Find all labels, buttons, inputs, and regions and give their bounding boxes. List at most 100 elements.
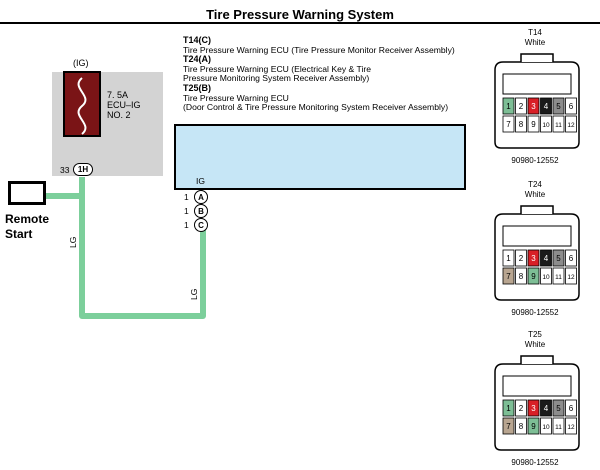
- remote-start-label: Remote Start: [5, 212, 49, 242]
- connector-pin-cell: [540, 267, 552, 285]
- connector-pin-label: 7: [506, 422, 511, 431]
- connector-inner-frame: [502, 73, 572, 95]
- connector-pin-cell: [565, 97, 577, 115]
- connector-pin-label: 9: [531, 272, 536, 281]
- connector-pin-cell: [515, 97, 527, 115]
- connector-pin-cell: [565, 417, 577, 435]
- connector-pin-cell: [527, 417, 540, 435]
- connector-pin-cell: [565, 115, 577, 133]
- connector-part-number: 90980-12552: [511, 458, 559, 467]
- connector-pin-cell: [502, 399, 515, 417]
- connector-pin-cell: [552, 97, 565, 115]
- connector-pin-cell: [515, 249, 527, 267]
- ecu-pin-number-c: 1: [184, 220, 189, 230]
- connector-pin-label: 6: [569, 102, 574, 111]
- connector-pin-cell: [527, 115, 540, 133]
- connector-part-number: 90980-12552: [511, 156, 559, 165]
- connector-pin-label: 10: [542, 274, 550, 281]
- connector-inner-frame: [502, 225, 572, 247]
- connector-pin-cell: [527, 249, 540, 267]
- connector-pin-label: 11: [555, 424, 562, 431]
- connector-pin-cell: [540, 249, 552, 267]
- connector-pin-label: 2: [519, 404, 524, 413]
- connector-pin-cell: [515, 417, 527, 435]
- connector-pin-label: 7: [506, 120, 511, 129]
- ecu-code-t24: T24(A): [183, 54, 212, 65]
- connector-pin-label: 8: [519, 120, 524, 129]
- connector-pin-label: 2: [519, 102, 524, 111]
- connector-pin-label: 5: [556, 254, 561, 263]
- connector-name: T25: [528, 330, 542, 339]
- junction-connector-1h: 1H: [73, 163, 93, 176]
- connector-part-number: 90980-12552: [511, 308, 559, 317]
- ecu-pin-a: A: [194, 190, 208, 204]
- connector-pin-cell: [515, 399, 527, 417]
- connector-latch: [520, 205, 554, 214]
- junction-pin-number: 33: [60, 165, 70, 175]
- connector-pin-cell: [502, 97, 515, 115]
- connector-pin-cell: [515, 115, 527, 133]
- fuse-circuit: ECU–IG: [107, 100, 141, 110]
- connector-pin-cell: [552, 399, 565, 417]
- connector-latch: [520, 355, 554, 364]
- fuse-ig-label: (IG): [73, 58, 89, 68]
- connector-pin-label: 1: [506, 102, 511, 111]
- connector-pin-label: 4: [544, 254, 549, 263]
- connector-name: T14: [528, 28, 542, 37]
- connector-pin-cell: [502, 267, 515, 285]
- connector-pin-cell: [502, 249, 515, 267]
- connector-pin-cell: [515, 267, 527, 285]
- connector-pin-cell: [565, 249, 577, 267]
- connector-pin-label: 8: [519, 422, 524, 431]
- connector-latch: [520, 53, 554, 62]
- ecu-pin-b: B: [194, 204, 208, 218]
- connector-pin-cell: [527, 267, 540, 285]
- connector-pin-label: 12: [567, 424, 575, 431]
- ecu-desc-t14: Tire Pressure Warning ECU (Tire Pressure…: [183, 44, 455, 55]
- title-rule: [0, 22, 600, 24]
- connector-pin-cell: [565, 399, 577, 417]
- connector-pin-cell: [540, 115, 552, 133]
- ecu-terminal-ig: IG: [196, 176, 205, 186]
- lg-wire-main: [79, 177, 206, 319]
- ecu-pin-c: C: [194, 218, 208, 232]
- fuse-icon: [63, 71, 101, 137]
- connector-pin-label: 10: [542, 122, 550, 129]
- connector-pin-label: 6: [569, 254, 574, 263]
- connector-pin-cell: [502, 417, 515, 435]
- fuse-rating: 7. 5A ECU–IG NO. 2: [107, 90, 141, 120]
- connector-color: White: [524, 190, 546, 199]
- ecu-code-t25: T25(B): [183, 82, 212, 93]
- remote-start-label-line2: Start: [5, 227, 33, 241]
- ecu-desc-t25-line1: Tire Pressure Warning ECU: [183, 92, 289, 103]
- ecu-desc-t24-line2: Pressure Monitoring System Receiver Asse…: [183, 73, 370, 84]
- ecu-desc-t25-line2: (Door Control & Tire Pressure Monitoring…: [183, 102, 449, 113]
- connector-color: White: [524, 340, 546, 349]
- connector-pin-label: 1: [506, 404, 511, 413]
- connector-pin-label: 12: [567, 122, 575, 129]
- connector-pin-label: 3: [531, 102, 536, 111]
- connector-pin-label: 10: [542, 424, 550, 431]
- connector-pin-label: 4: [544, 102, 549, 111]
- fuse-number: NO. 2: [107, 110, 131, 120]
- connector-pin-cell: [540, 399, 552, 417]
- ecu-desc-t24-line1: Tire Pressure Warning ECU (Electrical Ke…: [183, 63, 371, 74]
- connector-pin-cell: [527, 97, 540, 115]
- fuse-element-overlay: [77, 77, 87, 135]
- connector-pin-label: 4: [544, 404, 549, 413]
- connector-pin-label: 3: [531, 404, 536, 413]
- connector-pin-cell: [540, 97, 552, 115]
- ecu-pin-number-a: 1: [184, 192, 189, 202]
- connector-pin-cell: [540, 417, 552, 435]
- wire-label-right: LG: [189, 288, 199, 300]
- ecu-code-t14: T14(C): [183, 35, 212, 45]
- connector-pin-label: 2: [519, 254, 524, 263]
- connector-pin-label: 9: [531, 120, 536, 129]
- connector-pin-label: 7: [506, 272, 511, 281]
- remote-start-label-line1: Remote: [5, 212, 50, 226]
- diagram-title: Tire Pressure Warning System: [206, 7, 394, 22]
